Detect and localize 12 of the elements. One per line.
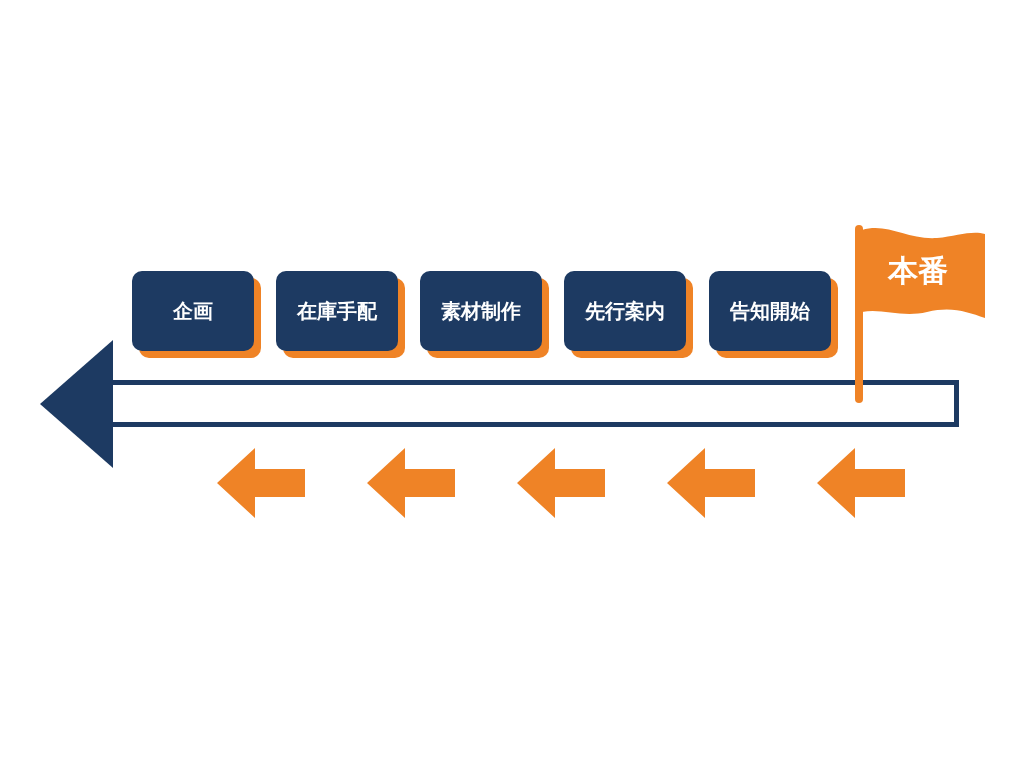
step-box xyxy=(132,271,261,358)
step-box xyxy=(276,271,405,358)
step-label: 素材制作 xyxy=(441,299,521,323)
step-label: 告知開始 xyxy=(730,299,810,323)
step-box xyxy=(709,271,838,358)
flag-label: 本番 xyxy=(888,253,948,289)
flag xyxy=(862,226,985,318)
step-box xyxy=(564,271,693,358)
step-label: 在庫手配 xyxy=(297,299,377,323)
step-label: 企画 xyxy=(173,299,213,323)
step-label: 先行案内 xyxy=(585,299,665,323)
step-box xyxy=(420,271,549,358)
